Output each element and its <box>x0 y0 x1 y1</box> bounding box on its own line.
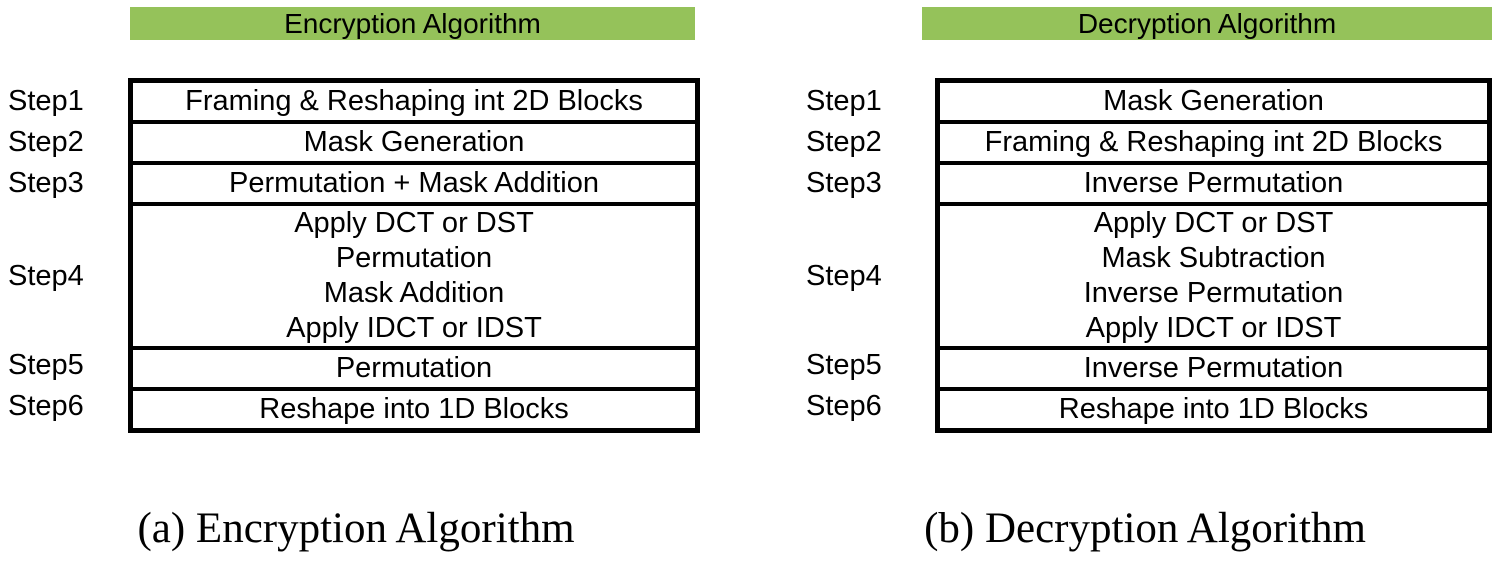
encryption-step5-label: Step5 <box>8 349 84 381</box>
encryption-caption: (a) Encryption Algorithm <box>137 504 575 552</box>
decryption-step4-line2: Mask Subtraction <box>1101 242 1326 274</box>
decryption-step4-line3: Inverse Permutation <box>1083 277 1344 309</box>
decryption-header-bar: Decryption Algorithm <box>922 7 1492 40</box>
decryption-step4-line1: Apply DCT or DST <box>1093 207 1334 239</box>
decryption-step5-row: Inverse Permutation <box>940 350 1487 387</box>
encryption-step4-line2: Permutation <box>335 242 493 274</box>
encryption-step3-row: Permutation + Mask Addition <box>133 165 695 202</box>
encryption-step1-label: Step1 <box>8 85 84 117</box>
decryption-step5-label: Step5 <box>806 349 882 381</box>
encryption-step6-label: Step6 <box>8 390 84 422</box>
encryption-step3-label: Step3 <box>8 167 84 199</box>
decryption-steps-table: Mask Generation Framing & Reshaping int … <box>935 78 1492 433</box>
decryption-step1-row: Mask Generation <box>940 83 1487 120</box>
decryption-step4-line4: Apply IDCT or IDST <box>1085 312 1342 344</box>
encryption-step1-row: Framing & Reshaping int 2D Blocks <box>133 83 695 120</box>
encryption-step4-line3: Mask Addition <box>323 277 505 309</box>
encryption-step5-row: Permutation <box>133 350 695 387</box>
decryption-step6-label: Step6 <box>806 390 882 422</box>
encryption-step2-row: Mask Generation <box>133 124 695 161</box>
encryption-step4-row: Apply DCT or DST Permutation Mask Additi… <box>133 206 695 346</box>
decryption-step2-label: Step2 <box>806 126 882 158</box>
encryption-step4-line4: Apply IDCT or IDST <box>286 312 542 344</box>
decryption-step2-row: Framing & Reshaping int 2D Blocks <box>940 124 1487 161</box>
decryption-step3-row: Inverse Permutation <box>940 165 1487 202</box>
encryption-step6-row: Reshape into 1D Blocks <box>133 391 695 428</box>
decryption-step6-row: Reshape into 1D Blocks <box>940 391 1487 428</box>
encryption-step2-label: Step2 <box>8 126 84 158</box>
decryption-step4-label: Step4 <box>806 259 882 292</box>
encryption-step4-line1: Apply DCT or DST <box>294 207 534 239</box>
decryption-step4-row: Apply DCT or DST Mask Subtraction Invers… <box>940 206 1487 346</box>
encryption-steps-table: Framing & Reshaping int 2D Blocks Mask G… <box>128 78 700 433</box>
encryption-step4-label: Step4 <box>8 259 84 292</box>
decryption-step1-label: Step1 <box>806 85 882 117</box>
encryption-header-bar: Encryption Algorithm <box>130 7 695 40</box>
decryption-caption: (b) Decryption Algorithm <box>924 504 1366 552</box>
decryption-step3-label: Step3 <box>806 167 882 199</box>
